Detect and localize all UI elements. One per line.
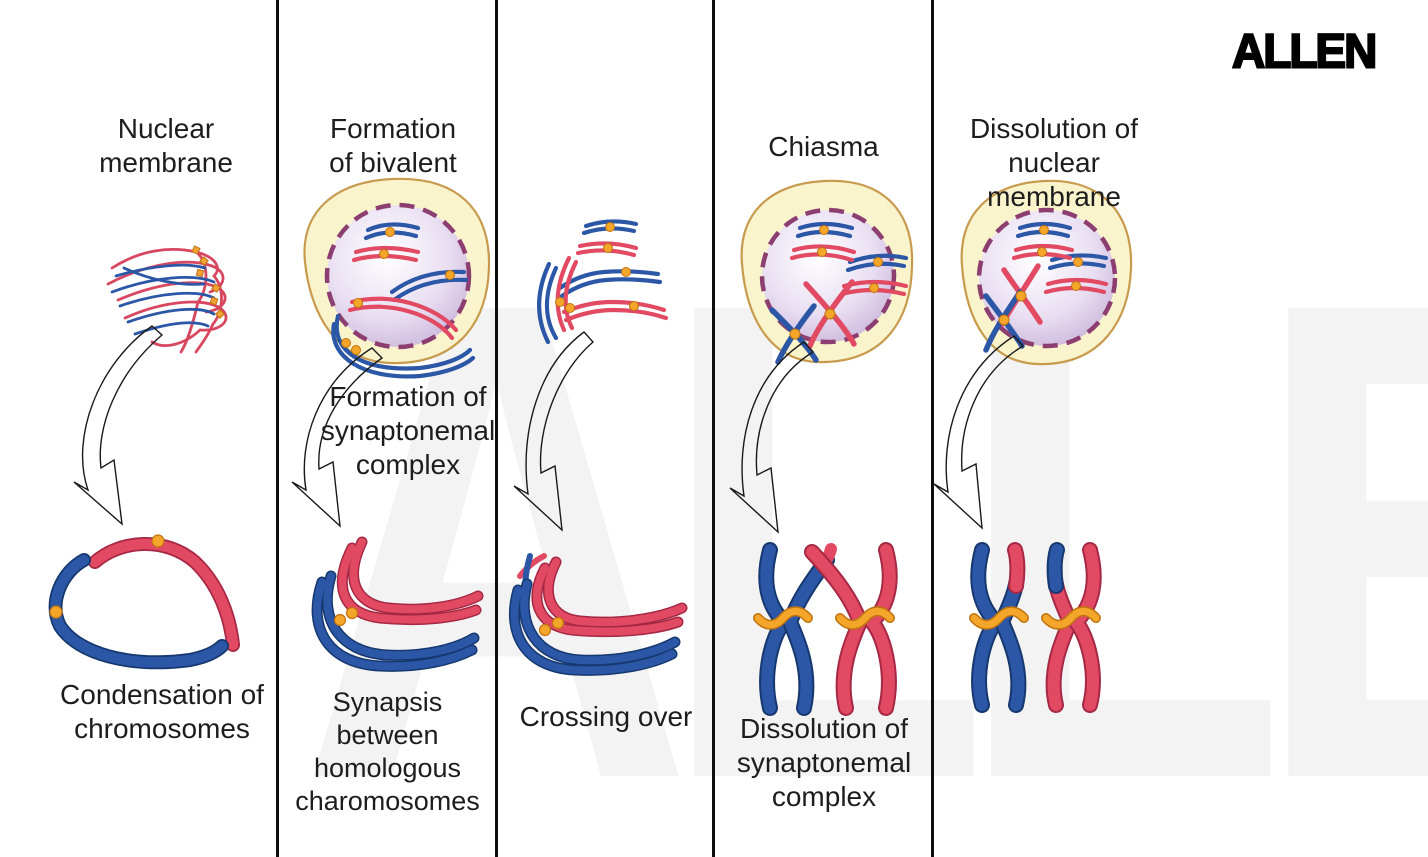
label-line: complex (771, 781, 877, 812)
label-line: membrane (99, 147, 233, 178)
label-line: nuclear membrane (987, 147, 1121, 212)
label-line: Dissolution of (739, 713, 909, 744)
panel2-label-synaptonemal-complex: Formation of synaptonemal complex (302, 380, 514, 482)
label-line: synaptonemal (736, 747, 912, 778)
label-line: Nuclear (117, 113, 215, 144)
recombinant-chromosomes-figure (969, 542, 1102, 713)
label-line: Formation (329, 113, 457, 144)
label-line: Condensation of (60, 679, 264, 710)
panel5-title-dissolution-nuclear-membrane: Dissolution of nuclear membrane (938, 112, 1170, 214)
panel1-title-nuclear-membrane: Nuclear membrane (60, 112, 272, 180)
condensation-arrow-icon (73, 325, 164, 526)
label-line: charomosomes (295, 786, 480, 816)
chromatin-tangle-figure (106, 245, 228, 354)
label-line: Dissolution of (969, 113, 1139, 144)
bivalent-cell-figure (303, 177, 491, 379)
panel2-caption-synapsis: Synapsis between homologous charomosomes (279, 686, 496, 818)
label-line: of bivalent (329, 147, 457, 178)
synapsis-figure (311, 536, 484, 672)
label-line: chromosomes (74, 713, 250, 744)
diakinesis-arrow-icon (933, 335, 1025, 530)
chiasma-bivalent-figure (753, 542, 898, 716)
chiasma-cell-figure (740, 179, 914, 365)
panel3-caption-crossing-over: Crossing over (500, 700, 712, 734)
label-line: homologous (313, 753, 462, 783)
crossing-over-arrow-icon (513, 331, 594, 532)
panel1-caption-condensation: Condensation of chromosomes (38, 678, 286, 746)
chiasma-arrow-icon (729, 341, 815, 534)
label-line: synaptonemal (320, 415, 496, 446)
condensed-chromosomes-figure (48, 534, 240, 670)
panel4-caption-dissolution-synaptonemal: Dissolution of synaptonemal complex (718, 712, 930, 814)
panel-divider-lines (276, 0, 934, 857)
allen-logo: ALLEN (1231, 23, 1378, 79)
crossing-over-figure (508, 553, 688, 676)
synaptonemal-arrow-icon (291, 347, 384, 528)
label-line: Chiasma (768, 131, 879, 162)
panel2-title-formation-of-bivalent: Formation of bivalent (288, 112, 498, 180)
panel4-title-chiasma: Chiasma (716, 130, 931, 164)
pachytene-chromosomes-figure (537, 219, 669, 345)
label-line: Formation of (329, 381, 487, 412)
label-line: Synapsis between (332, 687, 443, 750)
label-line: complex (355, 449, 461, 480)
diakinesis-cell-figure (960, 179, 1133, 366)
label-line: Crossing over (519, 701, 693, 732)
